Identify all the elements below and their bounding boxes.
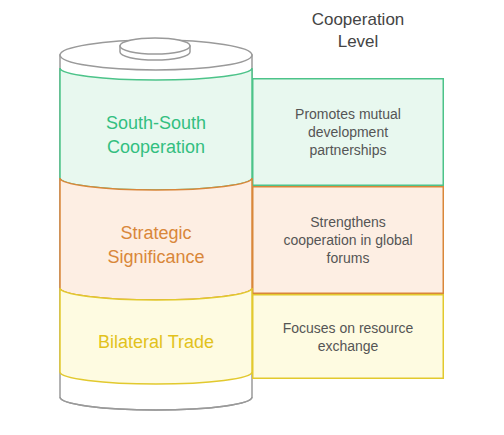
text-holder: South-South Cooperation bbox=[81, 111, 231, 159]
diagram-title: Cooperation Level bbox=[296, 9, 420, 53]
text-holder: Focuses on resource exchange bbox=[273, 319, 423, 355]
box-shape bbox=[253, 295, 444, 379]
cylinder-band: South-South Cooperation bbox=[60, 68, 252, 190]
band-shape bbox=[60, 178, 252, 300]
band-label: Bilateral Trade bbox=[98, 330, 214, 354]
description-box: Focuses on resource exchange bbox=[252, 294, 444, 379]
cylinder-body bbox=[60, 55, 252, 410]
text-holder: Strengthens cooperation in global forums bbox=[273, 213, 423, 267]
text-holder: Strategic Significance bbox=[81, 221, 231, 269]
description-text: Focuses on resource exchange bbox=[273, 319, 423, 355]
cylinder-cap-top bbox=[120, 38, 190, 54]
cylinder-bottom bbox=[60, 397, 252, 410]
description-text: Strengthens cooperation in global forums bbox=[273, 213, 423, 267]
band-shape bbox=[60, 288, 252, 384]
cylinder-band: Strategic Significance bbox=[60, 178, 252, 300]
band-label: South-South Cooperation bbox=[81, 111, 231, 159]
text-holder: Promotes mutual development partnerships bbox=[273, 105, 423, 159]
description-text: Promotes mutual development partnerships bbox=[273, 105, 423, 159]
cylinder-band: Bilateral Trade bbox=[60, 288, 252, 384]
description-box: Strengthens cooperation in global forums bbox=[252, 186, 444, 294]
description-box: Promotes mutual development partnerships bbox=[252, 78, 444, 186]
box-shape bbox=[253, 79, 444, 186]
text-holder: Bilateral Trade bbox=[98, 330, 214, 354]
box-outline bbox=[252, 294, 444, 379]
band-shape bbox=[60, 68, 252, 190]
band-label: Strategic Significance bbox=[81, 221, 231, 269]
box-shape bbox=[253, 187, 444, 294]
